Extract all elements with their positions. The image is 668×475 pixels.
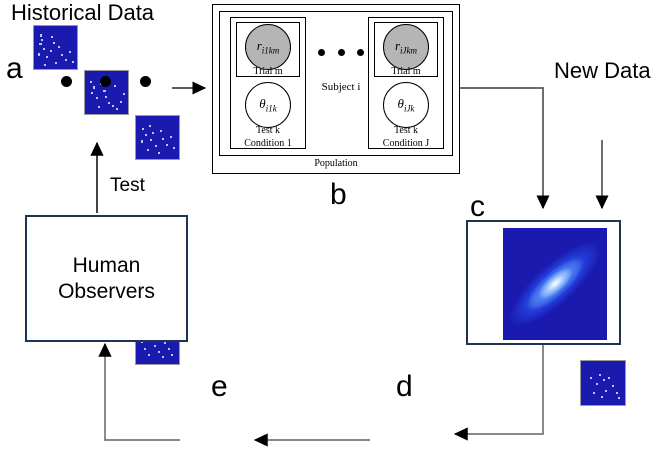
new-data-title: New Data bbox=[554, 58, 651, 83]
node-latent-theta-condition-j: θiJk bbox=[383, 82, 429, 128]
historical-ellipsis bbox=[55, 76, 170, 87]
arrow-population-to-panel-c bbox=[460, 87, 550, 210]
test-label-condition-j: Test k bbox=[393, 125, 419, 136]
human-observers-line2: Observers bbox=[58, 279, 155, 303]
node-observed-r-label-j: riJkm bbox=[394, 37, 418, 56]
historical-tile-2 bbox=[84, 70, 129, 115]
new-data-tile bbox=[580, 360, 626, 406]
node-observed-r-label-1: ri1km bbox=[256, 37, 280, 56]
arrow-panel-c-to-panel-d bbox=[453, 345, 544, 441]
node-observed-r-condition-j: riJkm bbox=[383, 24, 429, 70]
panel-letter-b: b bbox=[330, 178, 347, 211]
population-ellipsis bbox=[313, 49, 369, 56]
population-label: Population bbox=[314, 158, 358, 169]
arrow-panel-e-to-human-observers bbox=[98, 342, 180, 441]
test-edge-label: Test bbox=[110, 175, 145, 196]
test-label-condition-1: Test k bbox=[255, 125, 281, 136]
node-latent-theta-label-1: θi1k bbox=[259, 95, 277, 114]
panel-letter-a: a bbox=[6, 52, 23, 85]
node-latent-theta-condition-1: θi1k bbox=[245, 82, 291, 128]
panel-letter-e: e bbox=[211, 370, 228, 403]
node-observed-r-condition-1: ri1km bbox=[245, 24, 291, 70]
panel-letter-c: c bbox=[470, 190, 485, 223]
human-observers-label: Human Observers bbox=[58, 253, 155, 304]
trial-label-condition-j: Trial m bbox=[391, 66, 421, 77]
trial-label-condition-1: Trial m bbox=[253, 66, 283, 77]
panel-c-heatmap bbox=[503, 228, 607, 340]
historical-data-title: Historical Data bbox=[11, 0, 155, 25]
panel-c-box bbox=[466, 220, 621, 345]
panel-letter-d: d bbox=[396, 370, 413, 403]
condition-1-label: Condition 1 bbox=[244, 138, 292, 149]
human-observers-line1: Human bbox=[72, 253, 141, 277]
historical-tile-1 bbox=[33, 25, 78, 70]
subject-label: Subject i bbox=[321, 81, 361, 93]
human-observers-box: Human Observers bbox=[25, 215, 188, 342]
historical-tile-3 bbox=[135, 115, 180, 160]
node-latent-theta-label-j: θiJk bbox=[397, 95, 415, 114]
condition-j-label: Condition J bbox=[382, 138, 430, 149]
